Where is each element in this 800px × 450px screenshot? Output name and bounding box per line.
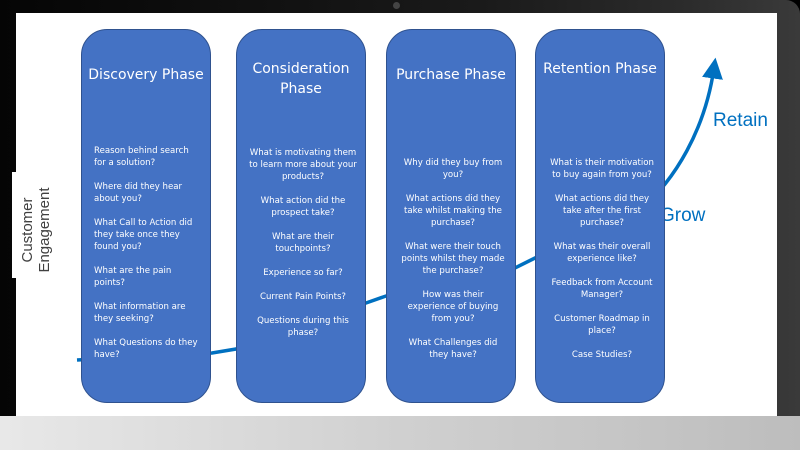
question-list: What is motivating them to learn more ab… [249,147,357,351]
question-list: What is their motivation to buy again fr… [548,157,656,373]
question: Why did they buy from you? [403,158,503,180]
question: What was their overall experience like? [553,242,651,264]
question: What were their touch points whilst they… [401,242,505,276]
camera-icon [393,2,400,9]
question-list: Why did they buy from you? What actions … [399,157,507,373]
question: What Challenges did they have? [408,338,498,360]
phase-card-purchase: Purchase Phase Why did they buy from you… [386,29,516,403]
axis-label-box [12,172,52,278]
question: What Call to Action did they take once t… [94,218,193,252]
question: What action did the prospect take? [260,196,346,218]
phase-title: Retention Phase [543,61,657,77]
question: Reason behind search for a solution? [94,146,189,168]
question: Experience so far? [263,268,343,278]
retain-label: Retain [713,110,768,131]
grow-label: Grow [660,205,706,226]
question: Customer Roadmap in place? [554,314,650,336]
question-list: Reason behind search for a solution? Whe… [94,145,202,373]
laptop-base [0,416,800,450]
question: What actions did they take after the fir… [554,194,650,228]
question: What actions did they take whilst making… [404,194,502,228]
phase-title: Consideration Phase [252,61,350,97]
phase-card-retention: Retention Phase What is their motivation… [535,29,665,403]
question: What are their touchpoints? [272,232,334,254]
phase-title: Purchase Phase [396,67,506,83]
question: Current Pain Points? [259,292,346,302]
phase-card-consideration: Consideration Phase What is motivating t… [236,29,366,403]
phase-title: Discovery Phase [88,67,204,83]
question: Where did they hear about you? [94,182,183,204]
question: What Questions do they have? [94,338,198,360]
question: What is their motivation to buy again fr… [550,158,654,180]
phase-card-discovery: Discovery Phase Reason behind search for… [81,29,211,403]
question: Feedback from Account Manager? [551,278,653,300]
question: How was their experience of buying from … [407,290,499,324]
question: What are the pain points? [94,266,172,288]
question: What is motivating them to learn more ab… [249,148,357,182]
question: Questions during this phase? [257,316,349,338]
question: Case Studies? [571,350,633,360]
question: What information are they seeking? [94,302,186,324]
